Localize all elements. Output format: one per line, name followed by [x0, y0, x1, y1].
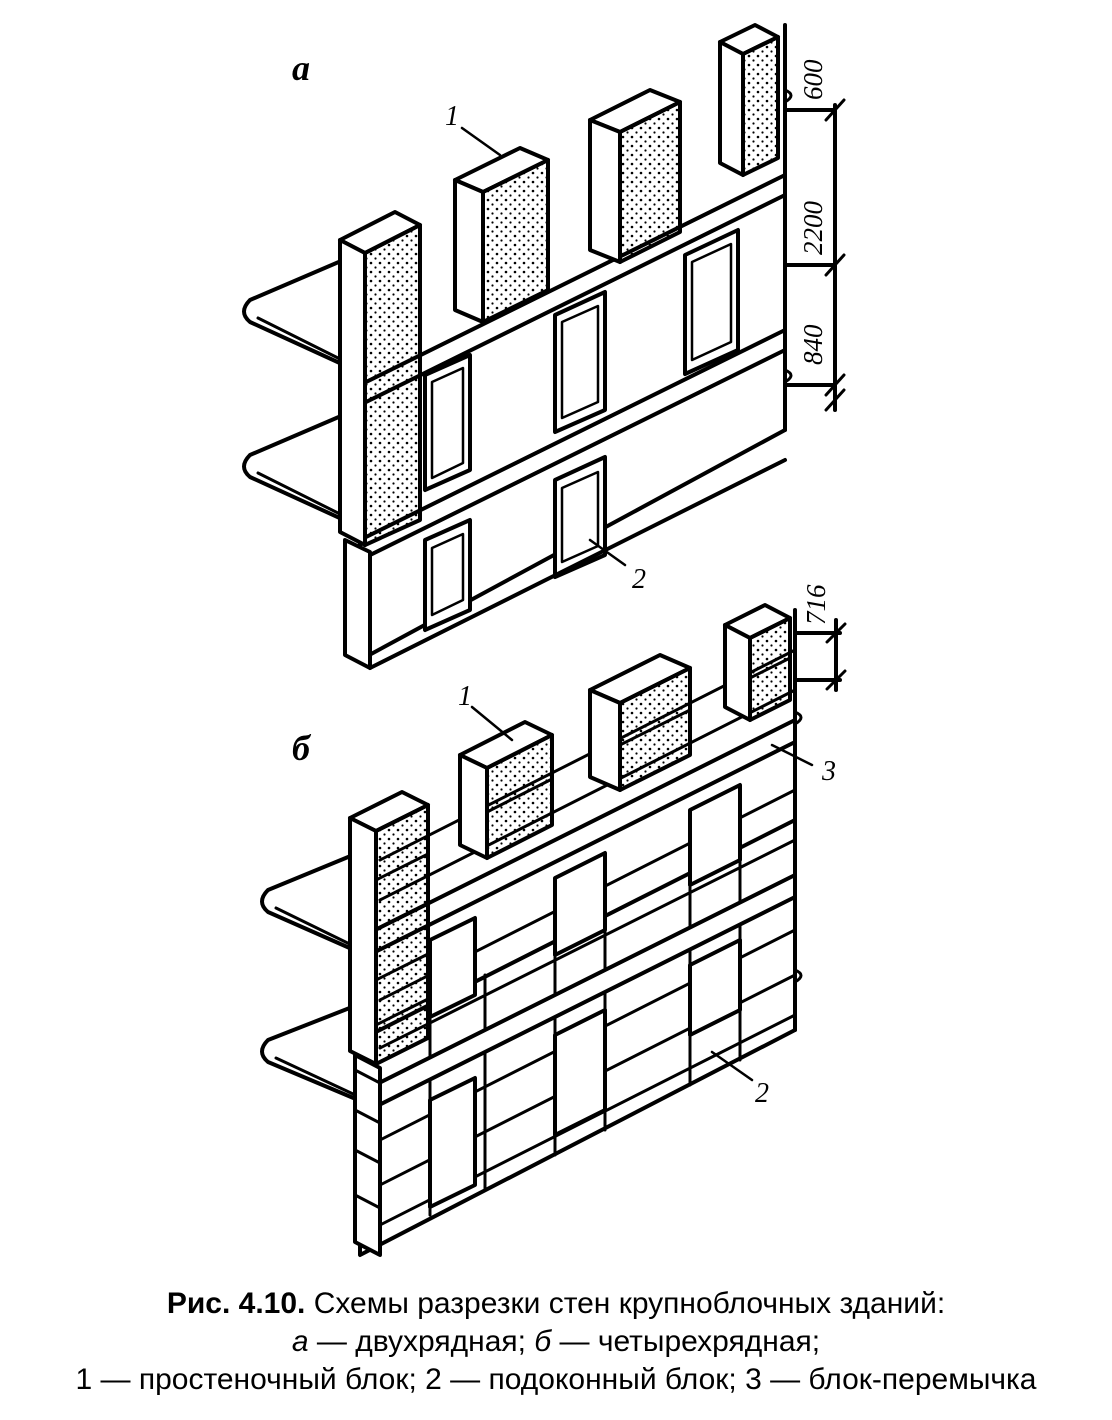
caption-text-a: — двухрядная;: [308, 1325, 535, 1358]
panel-b-drawing: [260, 603, 847, 1257]
caption-figure-number: Рис. 4.10.: [166, 1287, 306, 1320]
callout-2-b: 2: [755, 1078, 769, 1109]
leader-1-a: [460, 126, 502, 157]
pier-block-4-a: [718, 23, 780, 177]
wall-cutting-diagram: а 1 2 600 2200 840: [242, 23, 847, 1257]
dimension-716: 716: [801, 584, 831, 625]
caption-line-2: а — двухрядная; б — четырехрядная;: [0, 1323, 1112, 1361]
figure-caption: Рис. 4.10. Схемы разрезки стен крупнобло…: [0, 1285, 1112, 1399]
panel-b-label: б: [292, 728, 312, 768]
callout-1-b: 1: [458, 681, 472, 712]
pier-block-2-a: [453, 146, 550, 324]
dimension-600: 600: [798, 59, 828, 100]
floor-slab-lower: [242, 408, 357, 527]
pier-block-3-b: [588, 653, 692, 792]
caption-text-b: — четырехрядная;: [551, 1325, 821, 1358]
pier-block-4-b: [723, 603, 792, 722]
pier-block-1-b: [348, 790, 430, 1066]
dimension-line-a: [783, 23, 846, 432]
pier-block-1-a: [338, 210, 422, 547]
floor-slab-lower-b: [260, 998, 372, 1107]
leader-2-a: [588, 538, 627, 567]
caption-legend: 1 — простеночный блок; 2 — подоконный бл…: [75, 1363, 1037, 1396]
caption-title: Схемы разрезки стен крупноблочных зданий…: [305, 1287, 946, 1320]
leader-1-b: [470, 705, 514, 742]
leader-2-b: [710, 1050, 754, 1082]
callout-2-a: 2: [632, 564, 646, 595]
panel-a-drawing: [242, 23, 846, 670]
dimension-line-b: [793, 608, 847, 1032]
base-block-a: [343, 538, 372, 670]
callout-1-a: 1: [445, 101, 459, 132]
caption-key-b: б: [534, 1325, 552, 1358]
dimension-840: 840: [798, 324, 828, 365]
window-openings-a: [423, 228, 740, 632]
dimension-2200: 2200: [798, 201, 828, 256]
window-openings-b: [428, 783, 742, 1209]
pier-block-3-a: [588, 88, 682, 264]
caption-key-a: а: [291, 1325, 309, 1358]
panel-a-label: а: [292, 48, 310, 88]
caption-line-1: Рис. 4.10. Схемы разрезки стен крупнобло…: [0, 1285, 1112, 1323]
floor-slab-upper: [242, 253, 357, 372]
pier-block-2-b: [458, 720, 554, 860]
leader-3-b: [770, 743, 814, 767]
callout-3-b: 3: [821, 756, 836, 787]
